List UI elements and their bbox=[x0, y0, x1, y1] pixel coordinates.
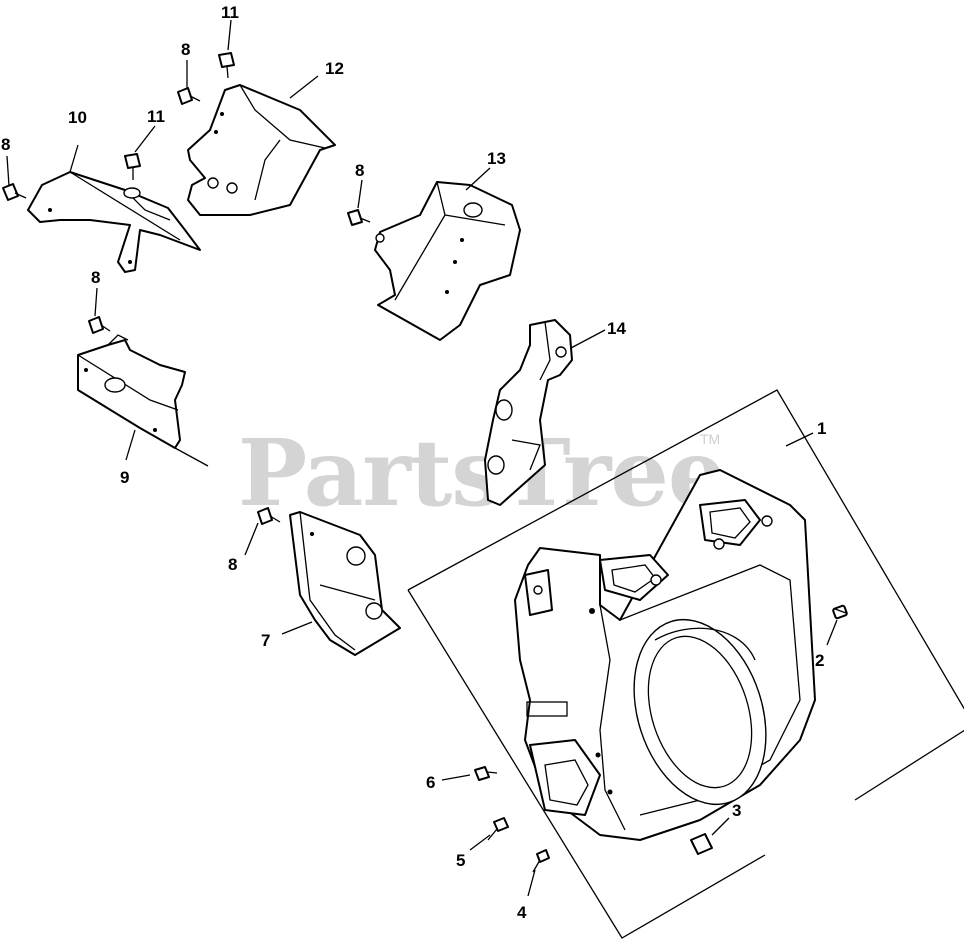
leader-lines bbox=[6, 19, 838, 897]
screw-part-6[interactable] bbox=[474, 766, 498, 781]
callout-14: 14 bbox=[607, 319, 626, 338]
callout-2: 2 bbox=[815, 651, 824, 670]
callout-8c: 8 bbox=[355, 161, 364, 180]
callout-10: 10 bbox=[68, 108, 87, 127]
bracket-part-10[interactable] bbox=[27, 144, 201, 273]
callout-11b: 11 bbox=[147, 107, 165, 126]
bolt-part-8c[interactable] bbox=[347, 209, 371, 226]
shield-part-12[interactable] bbox=[187, 84, 336, 216]
callout-12: 12 bbox=[325, 59, 344, 78]
callout-5: 5 bbox=[456, 851, 465, 870]
baffle-part-7[interactable] bbox=[289, 511, 401, 656]
pin-part[interactable] bbox=[832, 604, 848, 620]
bolt-part-11a[interactable] bbox=[218, 52, 235, 79]
callout-3: 3 bbox=[732, 801, 741, 820]
bolt-part-8b[interactable] bbox=[177, 87, 201, 105]
callout-7: 7 bbox=[261, 631, 270, 650]
screw-part-5[interactable] bbox=[487, 817, 509, 841]
watermark-text: PartsTree bbox=[238, 419, 725, 527]
callout-13: 13 bbox=[487, 149, 506, 168]
callout-8b: 8 bbox=[181, 40, 190, 59]
callout-6: 6 bbox=[426, 773, 435, 792]
baffle-part-9[interactable] bbox=[77, 334, 209, 467]
blower-housing-part[interactable] bbox=[407, 389, 964, 939]
bolt-part-11b[interactable] bbox=[124, 153, 141, 180]
nut-part[interactable] bbox=[690, 833, 713, 855]
callout-8d: 8 bbox=[91, 268, 100, 287]
bolt-part-8d[interactable] bbox=[88, 316, 111, 334]
bracket-part-14[interactable] bbox=[484, 319, 573, 506]
bolt-part-8e[interactable] bbox=[257, 507, 281, 525]
shield-part-13[interactable] bbox=[374, 181, 521, 341]
callout-8a: 8 bbox=[1, 135, 10, 154]
bolt-part-8a[interactable] bbox=[2, 183, 27, 201]
callout-9: 9 bbox=[120, 468, 129, 487]
callout-4: 4 bbox=[517, 903, 527, 922]
watermark: PartsTree TM bbox=[238, 419, 726, 527]
callout-8e: 8 bbox=[228, 555, 237, 574]
callout-11a: 11 bbox=[221, 3, 239, 22]
callout-labels: 1 2 3 4 5 6 7 8 9 10 8 8 8 8 11 11 12 13… bbox=[1, 3, 826, 922]
screw-part-4[interactable] bbox=[532, 849, 550, 873]
callout-1: 1 bbox=[817, 419, 826, 438]
watermark-trademark: TM bbox=[700, 431, 720, 447]
